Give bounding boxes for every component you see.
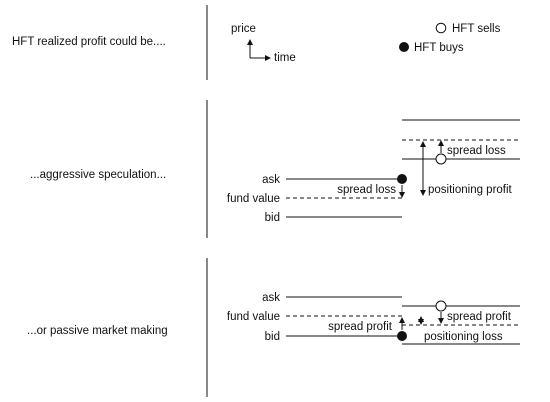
aggressive-spread-loss-left: spread loss (337, 184, 396, 196)
passive-fund-label: fund value (227, 311, 280, 323)
passive-positioning-label: positioning loss (424, 331, 503, 343)
axis-price-label: price (231, 23, 256, 35)
aggressive-spread-loss-right: spread loss (447, 145, 506, 157)
passive-bid-label: bid (265, 331, 280, 343)
passive-sell-marker (435, 300, 447, 312)
legend-buys-marker (399, 42, 409, 52)
passive-row-label: ...or passive market making (27, 325, 168, 337)
legend-buys-label: HFT buys (414, 42, 464, 54)
aggressive-fund-label: fund value (227, 193, 280, 205)
aggressive-ask-label: ask (262, 174, 280, 186)
aggressive-sell-marker (435, 153, 447, 165)
legend-sells-marker (435, 22, 447, 34)
aggressive-bid-label: bid (265, 212, 280, 224)
passive-spread-profit-left: spread profit (328, 321, 393, 333)
legend: HFT sells HFT buys (399, 22, 501, 54)
aggressive-panel: ...aggressive speculation... ask fund va… (30, 119, 520, 224)
axis-time-label: time (274, 52, 296, 64)
top-row-label: HFT realized profit could be.... (12, 36, 166, 48)
passive-panel: ...or passive market making ask fund val… (27, 292, 520, 345)
passive-ask-label: ask (262, 292, 280, 304)
passive-buy-marker (397, 331, 407, 341)
aggressive-positioning-label: positioning profit (428, 184, 513, 196)
axes-indicator: price time (231, 23, 296, 64)
aggressive-row-label: ...aggressive speculation... (30, 169, 166, 181)
legend-sells-label: HFT sells (452, 23, 501, 35)
passive-spread-profit-right: spread profit (447, 311, 512, 323)
aggressive-buy-marker (397, 174, 407, 184)
